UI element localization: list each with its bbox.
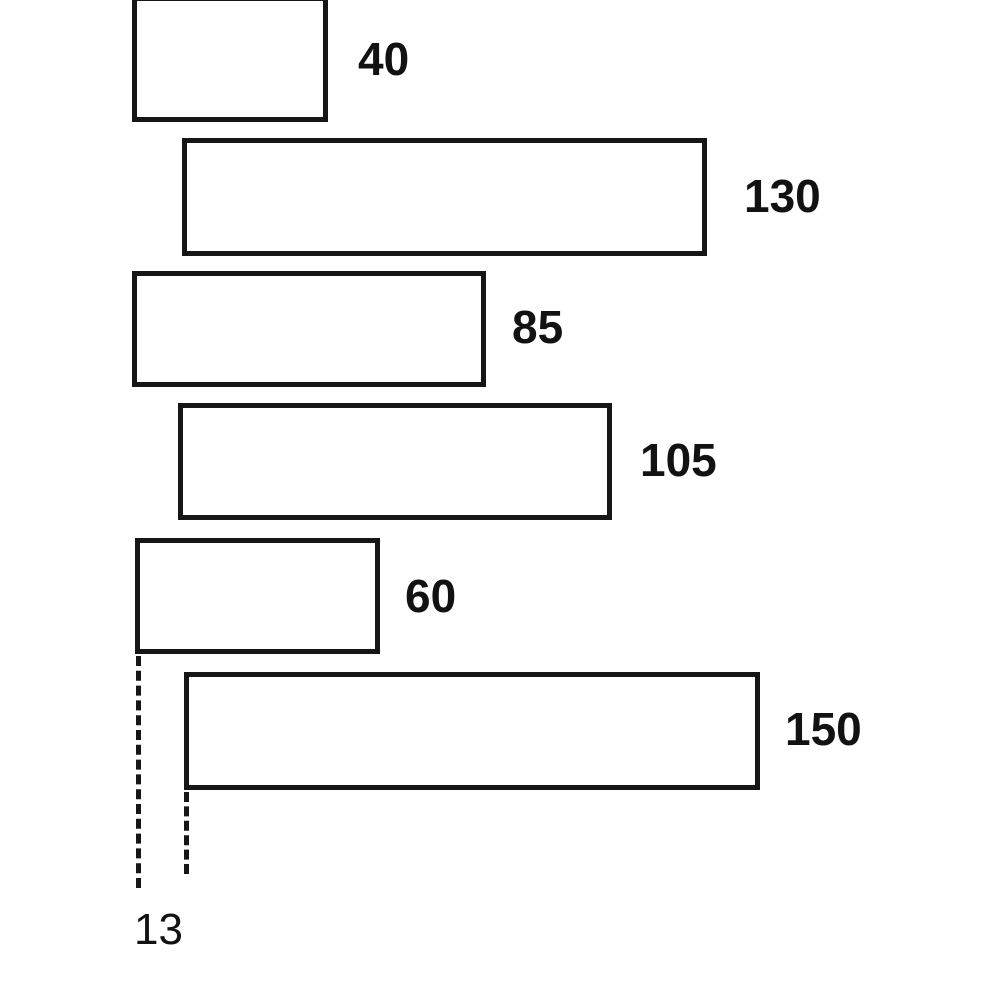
- bar-2[interactable]: [182, 138, 707, 256]
- dashed-reference-line-1: [136, 656, 141, 888]
- bar-5[interactable]: [135, 538, 380, 654]
- bar-value-label-3: 85: [512, 301, 564, 353]
- bar-value-label-5: 60: [405, 570, 457, 622]
- bar-6[interactable]: [184, 672, 760, 790]
- bar-value-label-6: 150: [785, 703, 862, 755]
- axis-tick-label-13: 13: [134, 905, 183, 954]
- bar-value-label-4: 105: [640, 434, 717, 486]
- dashed-reference-line-2: [184, 792, 189, 874]
- bar-3[interactable]: [132, 271, 486, 387]
- bar-1[interactable]: [132, 0, 328, 122]
- bar-4[interactable]: [178, 403, 612, 520]
- bar-value-label-2: 130: [744, 170, 821, 222]
- bar-value-label-1: 40: [358, 33, 410, 85]
